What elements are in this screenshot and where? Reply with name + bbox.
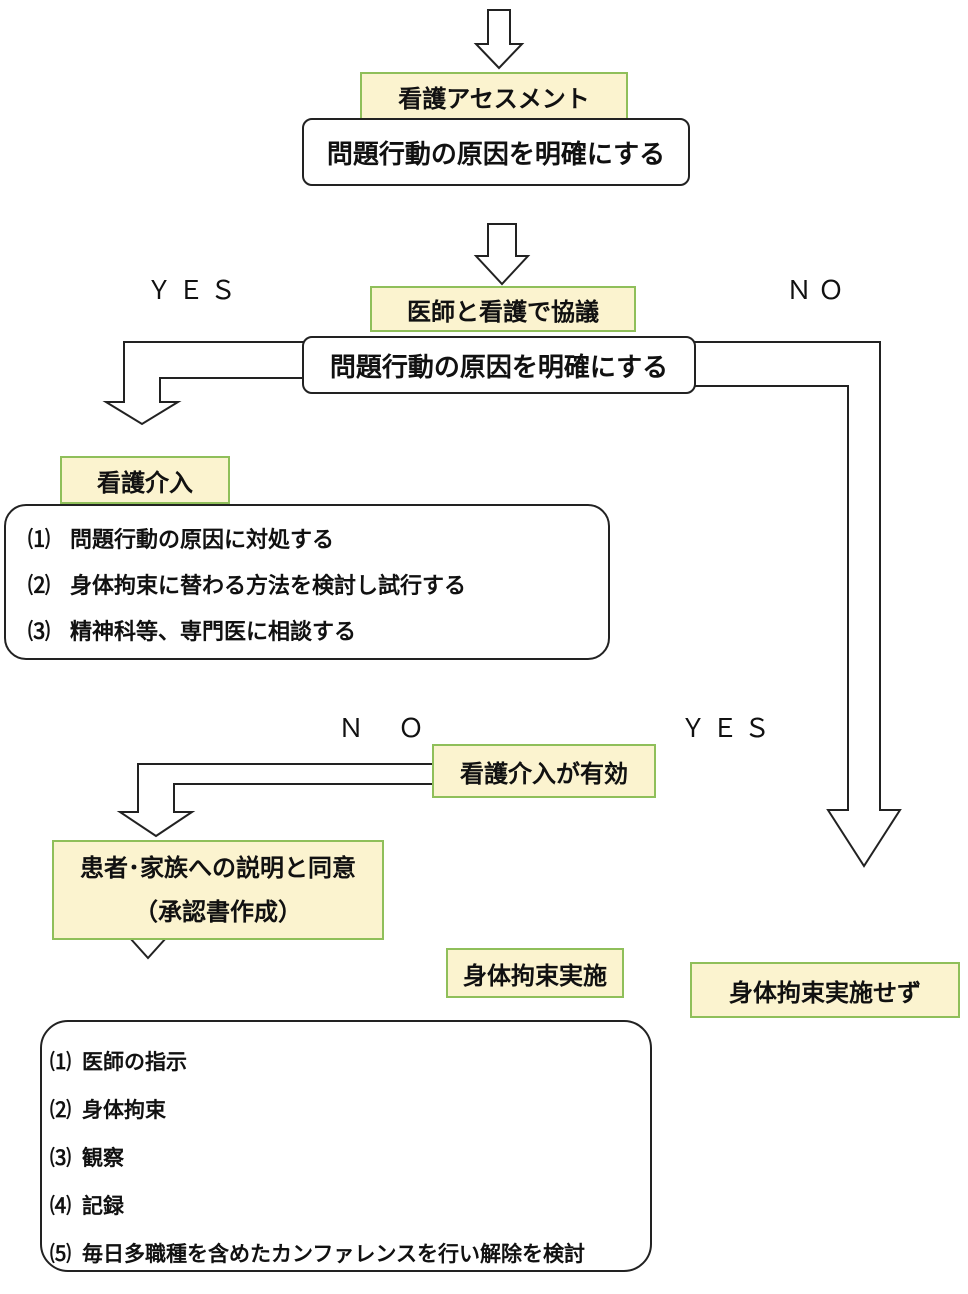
consent-box: 患者･家族への説明と同意 （承認書作成） — [52, 840, 384, 940]
consultation-box: 問題行動の原因を明確にする — [302, 336, 696, 394]
restraint-steps-list: ⑴医師の指示 ⑵身体拘束 ⑶観察 ⑷記録 ⑸毎日多職種を含めたカンファレンスを行… — [50, 1038, 650, 1278]
branch1-no-label: ＮＯ — [786, 276, 851, 306]
consent-line2: （承認書作成） — [134, 898, 302, 926]
restraint-steps-box: ⑴医師の指示 ⑵身体拘束 ⑶観察 ⑷記録 ⑸毎日多職種を含めたカンファレンスを行… — [40, 1020, 652, 1272]
arrow-no-to-consent — [116, 763, 435, 838]
intervention-item: ⑶精神科等、専門医に相談する — [28, 620, 357, 645]
arrow-to-step2 — [473, 223, 531, 286]
intervention-header: 看護介入 — [60, 456, 230, 504]
restraint-step: ⑸毎日多職種を含めたカンファレンスを行い解除を検討 — [50, 1242, 585, 1266]
intervention-item: ⑵身体拘束に替わる方法を検討し試行する — [28, 574, 467, 599]
intervention-list: ⑴問題行動の原因に対処する ⑵身体拘束に替わる方法を検討し試行する ⑶精神科等、… — [28, 518, 608, 656]
restraint-not-done-box: 身体拘束実施せず — [690, 962, 960, 1018]
assessment-text: 問題行動の原因を明確にする — [326, 139, 666, 170]
assessment-box: 問題行動の原因を明確にする — [302, 118, 690, 186]
restraint-done-box: 身体拘束実施 — [446, 948, 624, 998]
restraint-step: ⑷記録 — [50, 1194, 124, 1218]
branch1-yes-label: ＹＥＳ — [146, 276, 243, 306]
branch2-no-label: Ｎ Ｏ — [338, 714, 429, 744]
intervention-item: ⑴問題行動の原因に対処する — [28, 528, 335, 553]
arrow-top — [473, 9, 525, 70]
intervention-box: ⑴問題行動の原因に対処する ⑵身体拘束に替わる方法を検討し試行する ⑶精神科等、… — [4, 504, 610, 660]
arrow-no-to-no-restraint — [693, 341, 902, 868]
arrow-consent-to-steps — [127, 937, 169, 960]
branch2-yes-label: ＹＥＳ — [680, 714, 777, 744]
consent-line1: 患者･家族への説明と同意 — [80, 854, 356, 882]
arrow-yes-to-intervention — [102, 341, 306, 426]
consultation-text: 問題行動の原因を明確にする — [329, 352, 669, 383]
restraint-step: ⑵身体拘束 — [50, 1098, 166, 1122]
consultation-header: 医師と看護で協議 — [370, 286, 636, 332]
restraint-step: ⑴医師の指示 — [50, 1050, 187, 1074]
restraint-step: ⑶観察 — [50, 1146, 124, 1170]
assessment-header: 看護アセスメント — [360, 72, 628, 120]
effectiveness-check: 看護介入が有効 — [432, 744, 656, 798]
